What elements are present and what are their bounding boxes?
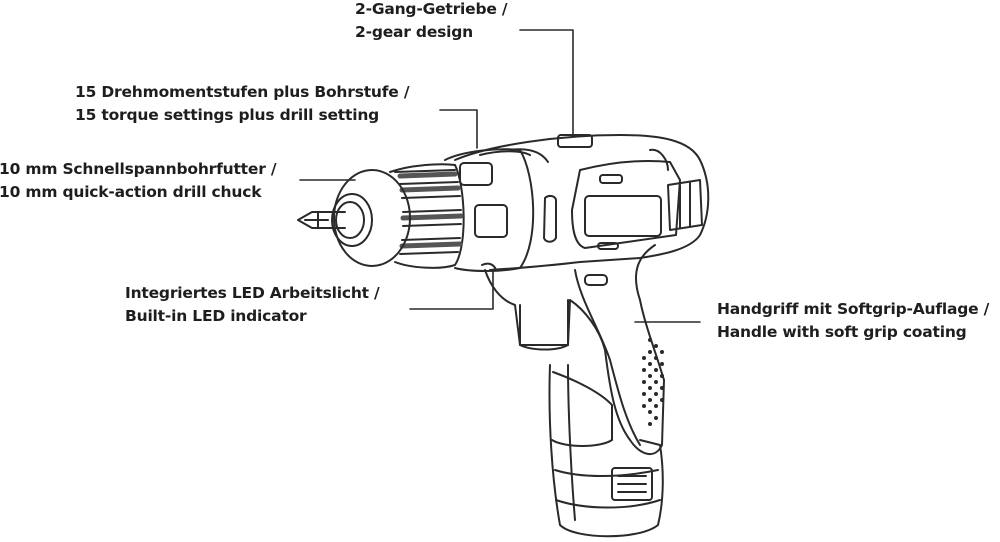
callout-led: Integriertes LED Arbeitslicht / Built-in… xyxy=(125,282,380,328)
callout-chuck: 10 mm Schnellspannbohrfutter / 10 mm qui… xyxy=(0,158,277,204)
motor-housing xyxy=(454,134,710,271)
drill-bit xyxy=(297,211,346,229)
callout-torque: 15 Drehmomentstufen plus Bohrstufe / 15 … xyxy=(75,81,409,127)
leader-torque xyxy=(439,109,478,149)
callout-handle-en: Handle with soft grip coating xyxy=(717,323,967,341)
callout-led-en: Built-in LED indicator xyxy=(125,307,307,325)
callout-handle-de: Handgriff mit Softgrip-Auflage / xyxy=(717,300,990,318)
callout-led-de: Integriertes LED Arbeitslicht / xyxy=(125,284,380,302)
callout-chuck-en: 10 mm quick-action drill chuck xyxy=(0,183,262,201)
leader-gear xyxy=(519,29,574,136)
battery-pack xyxy=(548,364,664,538)
drill-chuck xyxy=(331,163,465,269)
callout-gear-en: 2-gear design xyxy=(355,23,474,41)
callout-torque-en: 15 torque settings plus drill setting xyxy=(75,106,380,124)
callout-handle: Handgriff mit Softgrip-Auflage / Handle … xyxy=(717,298,989,344)
callout-chuck-de: 10 mm Schnellspannbohrfutter / xyxy=(0,160,277,178)
leader-led xyxy=(409,269,494,310)
led-light xyxy=(481,262,497,271)
callout-gear-de: 2-Gang-Getriebe / xyxy=(355,0,508,18)
handle xyxy=(484,244,665,455)
leader-lines xyxy=(299,29,701,323)
callout-gear: 2-Gang-Getriebe / 2-gear design xyxy=(355,0,508,44)
callout-torque-de: 15 Drehmomentstufen plus Bohrstufe / xyxy=(75,83,410,101)
torque-collar xyxy=(444,148,549,272)
grip-texture xyxy=(642,338,664,426)
